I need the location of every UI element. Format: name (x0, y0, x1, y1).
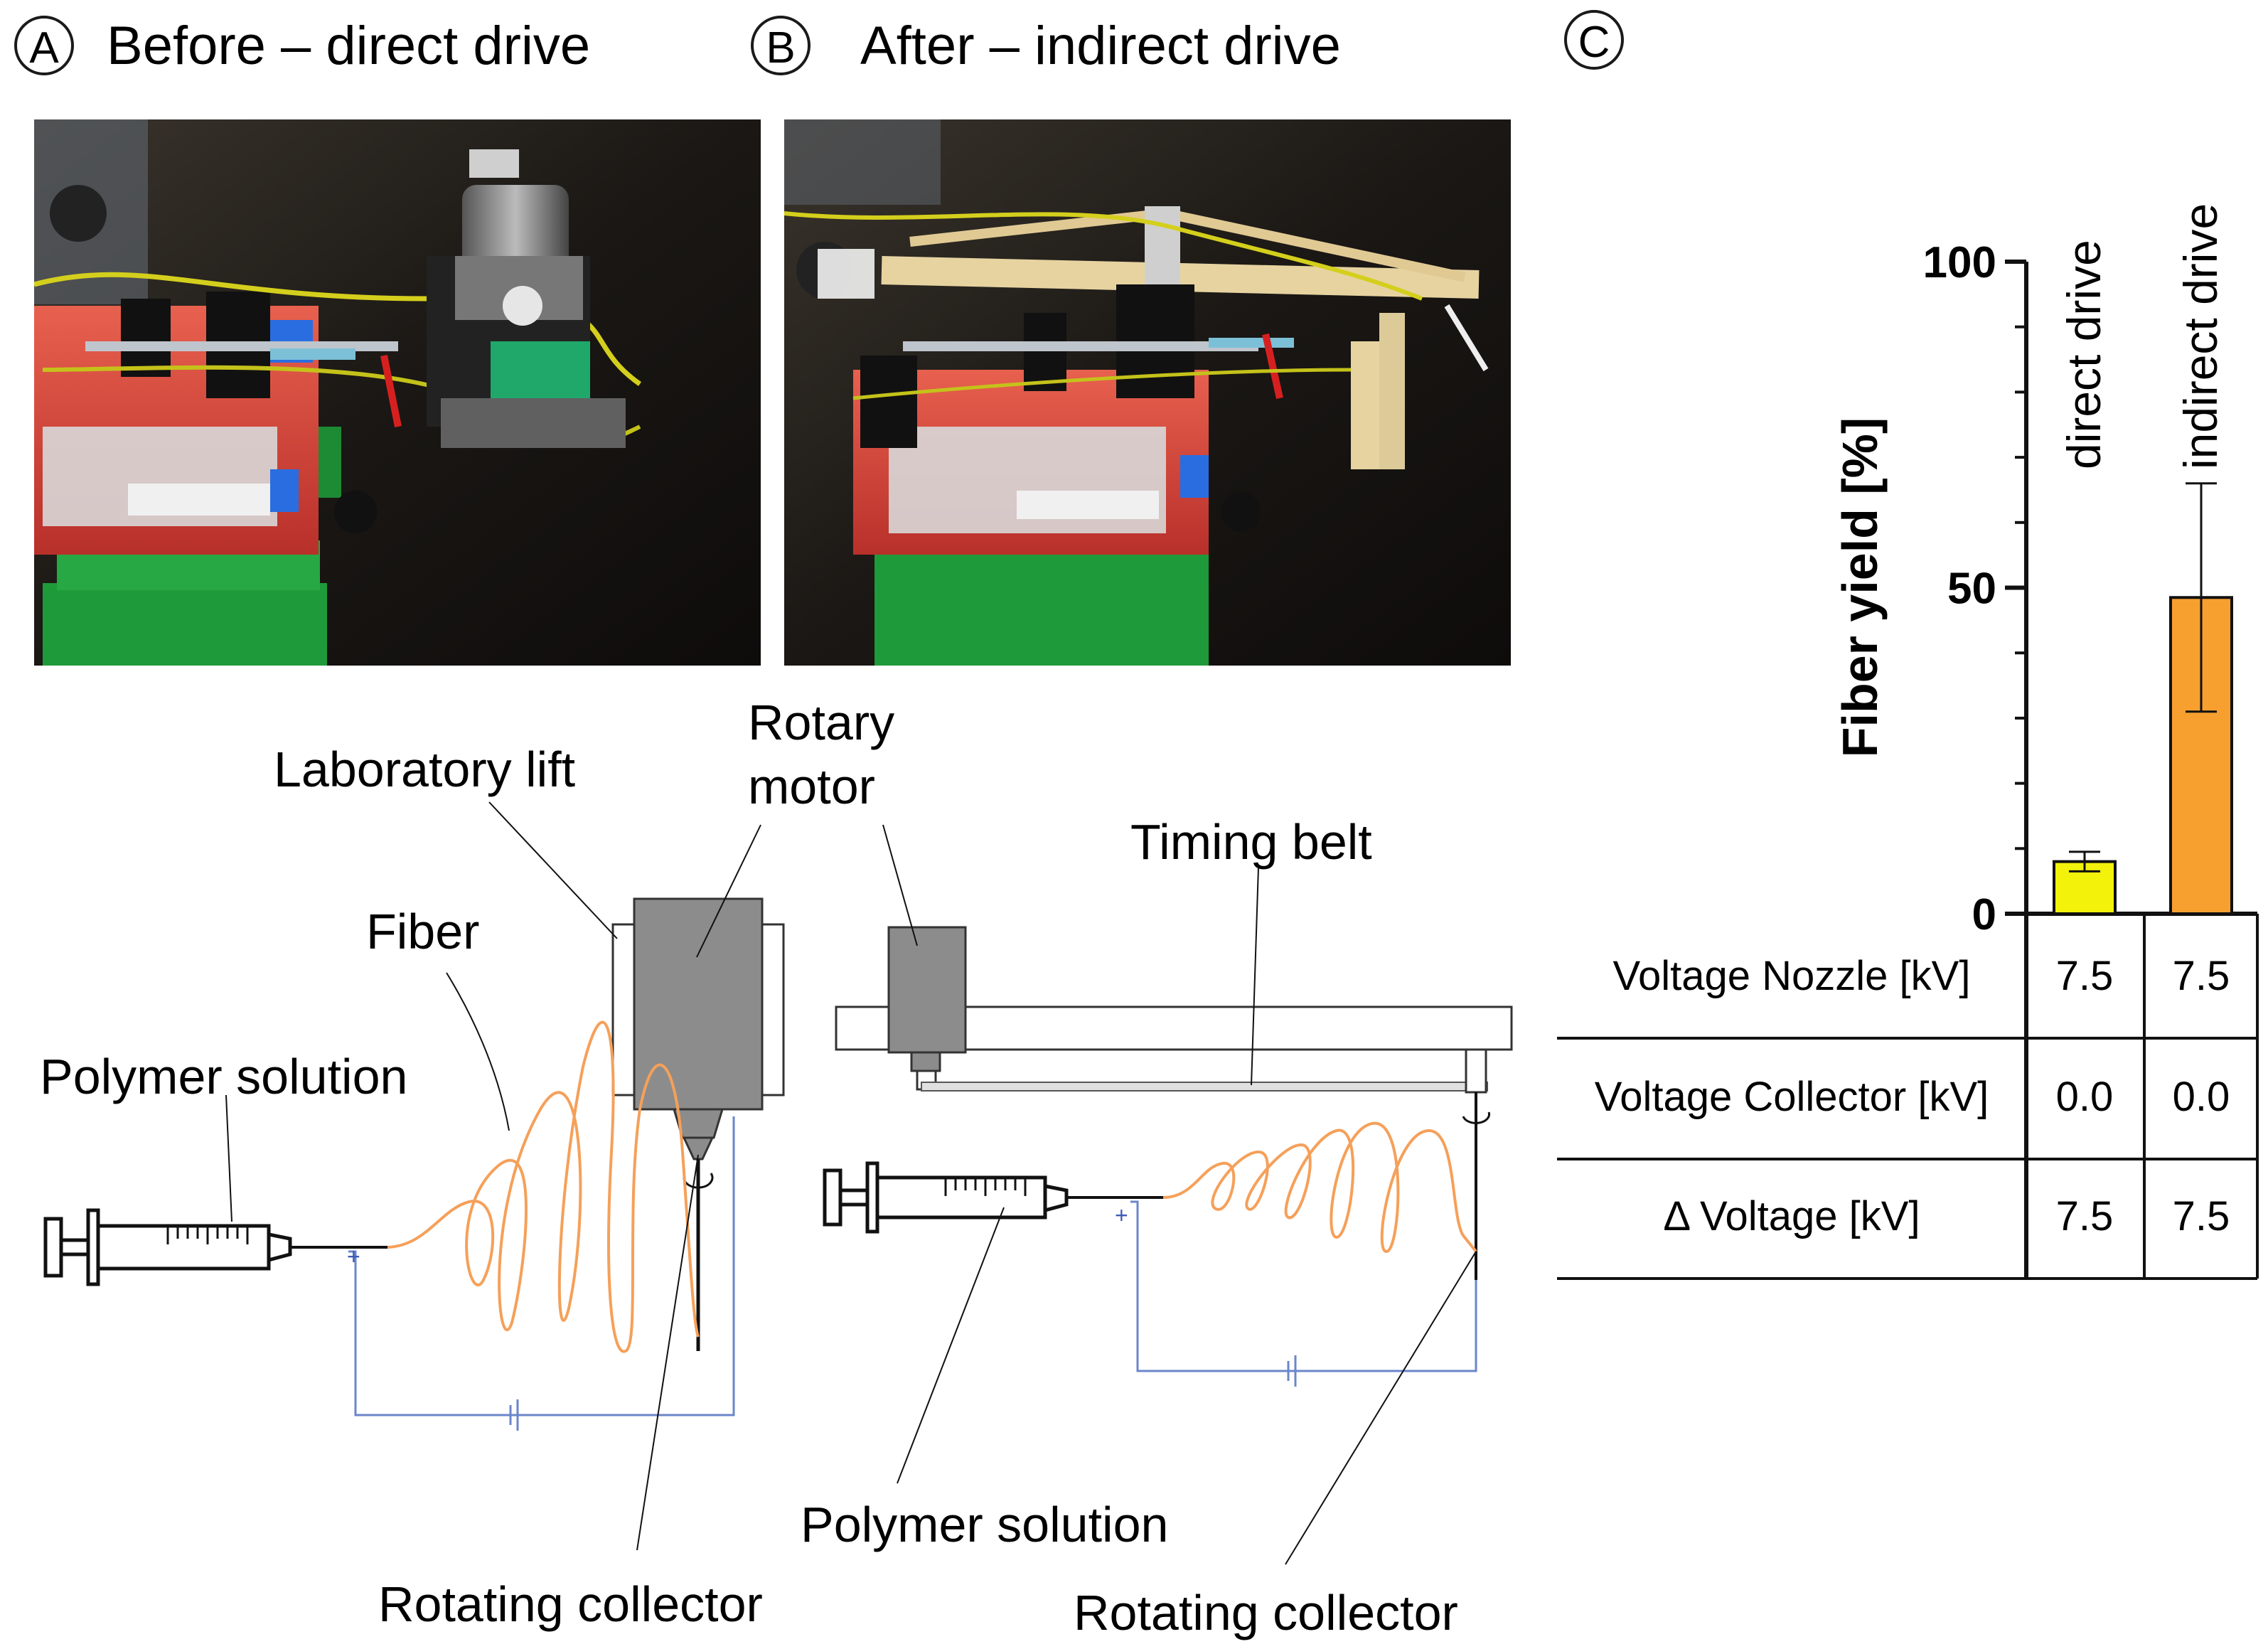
cell-indirect: 7.5 (2173, 1193, 2230, 1239)
y-ticks: 0 50 100 (1923, 238, 2026, 939)
fiber-spiral-b (1162, 1121, 1477, 1254)
label-rotary: Rotary (748, 695, 894, 750)
label-timing-belt: Timing belt (1130, 814, 1372, 870)
panel-b-title-text: After – indirect drive (860, 16, 1341, 76)
collector-b-bearing (1465, 1048, 1487, 1094)
syringe-a (43, 1208, 387, 1286)
label-fiber: Fiber (366, 904, 479, 959)
label-polymer-solution-b: Polymer solution (801, 1497, 1168, 1552)
label-laboratory-lift: Laboratory lift (274, 742, 575, 797)
panel-a-title: A Before – direct drive (14, 16, 590, 76)
table-row: Voltage Nozzle [kV] 7.5 7.5 (1613, 953, 2230, 999)
panel-a-title-text: Before – direct drive (107, 16, 590, 76)
leader-timing-belt (1251, 867, 1259, 1086)
label-motor: motor (748, 759, 875, 814)
row-label: Voltage Nozzle [kV] (1613, 953, 1971, 999)
label-rotating-collector-b: Rotating collector (1074, 1585, 1458, 1640)
circuit-b (1130, 1200, 1477, 1372)
photo-after-indirect-drive (784, 119, 1511, 666)
diagram-indirect-drive: + Timing belt Polymer solution R (801, 814, 1513, 1640)
fiber-yield-chart: 0 50 100 direct drive indirect drive Fiber … (1832, 203, 2257, 1279)
panel-a-badge (14, 16, 74, 75)
cell-direct: 7.5 (2056, 953, 2114, 999)
cell-indirect: 0.0 (2173, 1074, 2230, 1120)
photo-before-direct-drive (34, 119, 761, 666)
circuit-a (348, 1116, 735, 1416)
panel-b-title: B After – indirect drive (751, 16, 1341, 76)
timing-belt-shape (921, 1082, 1488, 1092)
leader-motor-b (882, 824, 918, 946)
leader-polymer-b (897, 1207, 1005, 1484)
cell-direct: 7.5 (2056, 1193, 2114, 1239)
bars: direct drive indirect drive (2053, 203, 2233, 916)
rotary-motor-b (887, 926, 967, 1054)
y-tick-label: 50 (1947, 565, 1996, 614)
syringe-b (823, 1161, 1163, 1234)
motor-b-shaft (910, 1051, 941, 1072)
category-label: direct drive (2058, 240, 2110, 469)
panel-c-title: C (1564, 10, 1624, 70)
leader-fiber (446, 972, 510, 1131)
row-label: Δ Voltage [kV] (1663, 1193, 1920, 1239)
panel-c-badge (1564, 10, 1624, 70)
table-row: Voltage Collector [kV] 0.0 0.0 (1595, 1074, 2230, 1120)
plus-sign-a: + (347, 1244, 360, 1269)
category-label: indirect drive (2174, 203, 2227, 469)
voltage-table: Voltage Nozzle [kV] 7.5 7.5 Voltage Coll… (1557, 914, 2259, 1280)
leader-rotary-motor (696, 824, 761, 958)
cell-indirect: 7.5 (2173, 953, 2230, 999)
panel-a-letter: A (29, 23, 59, 73)
diagram-direct-drive: + Laboratory lift Rotary mo (40, 695, 894, 1632)
fiber-spiral-a (387, 1020, 700, 1353)
table-row: Δ Voltage [kV] 7.5 7.5 (1663, 1193, 2230, 1239)
plus-sign-b: + (1115, 1202, 1128, 1228)
motor-chuck-tip (682, 1136, 715, 1160)
leader-polymer-a (225, 1094, 232, 1222)
y-axis-title: Fiber yield [%] (1832, 417, 1888, 757)
label-rotating-collector-a: Rotating collector (378, 1576, 763, 1632)
cell-direct: 0.0 (2056, 1074, 2114, 1120)
panel-c-letter: C (1578, 18, 1610, 67)
panel-b-badge (751, 16, 811, 75)
leader-lab-lift (488, 801, 618, 939)
y-tick-label: 0 (1972, 890, 1996, 939)
panel-b-letter: B (766, 23, 795, 73)
rotation-arrow-b (1462, 1111, 1491, 1124)
row-label: Voltage Collector [kV] (1595, 1074, 1989, 1120)
label-polymer-solution-a: Polymer solution (40, 1049, 407, 1104)
rotary-motor-shape (633, 897, 764, 1111)
y-tick-label: 100 (1923, 238, 1996, 287)
leader-collector-a (636, 1154, 699, 1551)
leader-collector-b (1285, 1251, 1477, 1565)
